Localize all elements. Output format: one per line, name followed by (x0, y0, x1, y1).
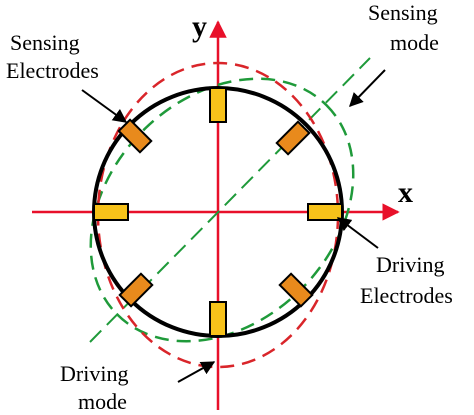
sensing-electrode-top-left (117, 118, 153, 154)
sensing-mode-arrow (349, 69, 386, 108)
driving-electrodes-label-line2: Electrodes (360, 283, 453, 308)
sensing-electrodes-label-line2: Electrodes (6, 58, 99, 83)
driving-electrode-right (307, 203, 343, 221)
driving-electrodes-arrow (336, 217, 379, 249)
driving-electrode-bottom (209, 301, 227, 337)
driving-mode-label-line1: Driving (60, 361, 128, 386)
sensing-electrodes-arrow (81, 89, 128, 123)
y-axis-label: y (192, 10, 207, 43)
sensing-mode-axis-line (89, 57, 371, 343)
sensing-electrode-bottom-right (278, 272, 314, 308)
driving-mode-label-line2: mode (78, 389, 127, 414)
sensing-electrode-top-right (275, 120, 311, 156)
driving-electrode-top (209, 87, 227, 123)
driving-electrodes-label-line1: Driving (376, 252, 444, 277)
sensing-mode-label-line2: mode (390, 30, 439, 55)
driving-electrode-left (93, 203, 129, 221)
driving-mode-arrow (177, 361, 216, 383)
x-axis-label: x (398, 176, 413, 209)
sensing-electrode-bottom-left (118, 272, 154, 308)
sensing-electrodes-label-line1: Sensing (10, 30, 80, 55)
sensing-mode-label-line1: Sensing (368, 0, 438, 25)
